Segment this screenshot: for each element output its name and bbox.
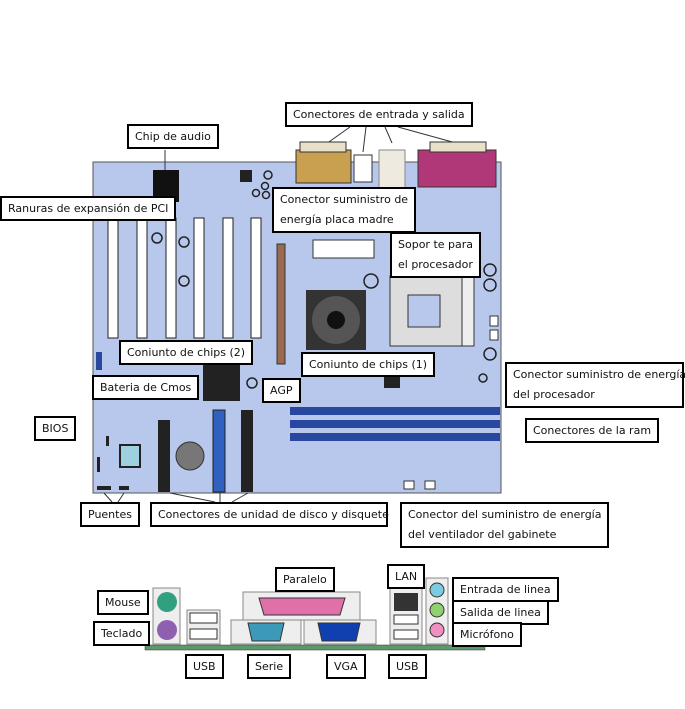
ram-slots: [290, 407, 500, 441]
label-vga: VGA: [326, 654, 366, 679]
label-line: el procesador: [398, 258, 473, 271]
fan-connector: [403, 480, 415, 490]
bios-chip: [119, 444, 141, 468]
line-in-jack: [429, 582, 445, 598]
label-agp: AGP: [262, 378, 301, 403]
label-line: Conector del suministro de energía: [408, 508, 602, 521]
ps2-keyboard-port: [157, 620, 177, 640]
usb-port: [189, 612, 218, 624]
label-serial: Serie: [247, 654, 292, 679]
parallel-port-connector: [417, 149, 497, 188]
usb-connector: [353, 154, 373, 183]
chipset-2: [203, 363, 240, 401]
label-lan: LAN: [387, 564, 426, 589]
lan-port: [394, 593, 418, 611]
label-chipset-2: Coniunto de chips (2): [119, 340, 254, 365]
label-io-connectors: Conectores de entrada y salida: [285, 102, 473, 127]
ps2-mouse-port: [157, 592, 177, 612]
label-jumpers: Puentes: [80, 502, 140, 527]
cpu-power-connector: [384, 374, 400, 388]
label-line: Conector suministro de: [280, 193, 409, 206]
label-line-in: Entrada de linea: [452, 577, 559, 602]
ide-connector-secondary: [241, 410, 253, 492]
label-pci-slots: Ranuras de expansión de PCI: [0, 196, 177, 221]
label-usb-1: USB: [185, 654, 224, 679]
label-ram: Conectores de la ram: [525, 418, 660, 443]
parallel-port: [258, 597, 346, 616]
label-line: del procesador: [513, 388, 595, 401]
agp-slot: [276, 243, 286, 365]
ide-connector-primary: [212, 409, 226, 493]
label-keyboard: Teclado: [93, 621, 151, 646]
label-cmos-battery: Bateria de Cmos: [92, 375, 200, 400]
label-cpu-power: Conector suministro de energía del proces…: [505, 362, 685, 408]
lan-connector: [378, 149, 406, 191]
atx-power-connector: [312, 239, 375, 259]
label-bios: BIOS: [34, 416, 77, 441]
floppy-connector: [158, 420, 170, 492]
line-out-jack: [429, 602, 445, 618]
label-line: energía placa madre: [280, 213, 394, 226]
mic-jack: [429, 622, 445, 638]
label-parallel: Paralelo: [275, 567, 335, 592]
label-fan-power: Conector del suministro de energía del ve…: [400, 502, 610, 548]
label-usb-2: USB: [388, 654, 427, 679]
serial-port: [247, 622, 285, 642]
label-mic: Micrófono: [452, 622, 522, 647]
label-line: Sopor te para: [398, 238, 474, 251]
label-drive-connectors: Conectores de unidad de disco y disquete: [150, 502, 389, 527]
cmos-battery: [175, 441, 205, 471]
serial-port-connector: [295, 149, 352, 184]
back-panel-base: [144, 644, 486, 651]
label-line: del ventilador del gabinete: [408, 528, 557, 541]
vga-port: [317, 622, 361, 642]
label-main-power: Conector suministro de energía placa madr…: [272, 187, 417, 233]
label-chipset-1: Coniunto de chips (1): [301, 352, 436, 377]
label-line: Conector suministro de energía: [513, 368, 685, 381]
label-cpu-socket: Sopor te para el procesador: [390, 232, 482, 278]
label-audio-chip: Chip de audio: [127, 124, 219, 149]
label-mouse: Mouse: [97, 590, 149, 615]
